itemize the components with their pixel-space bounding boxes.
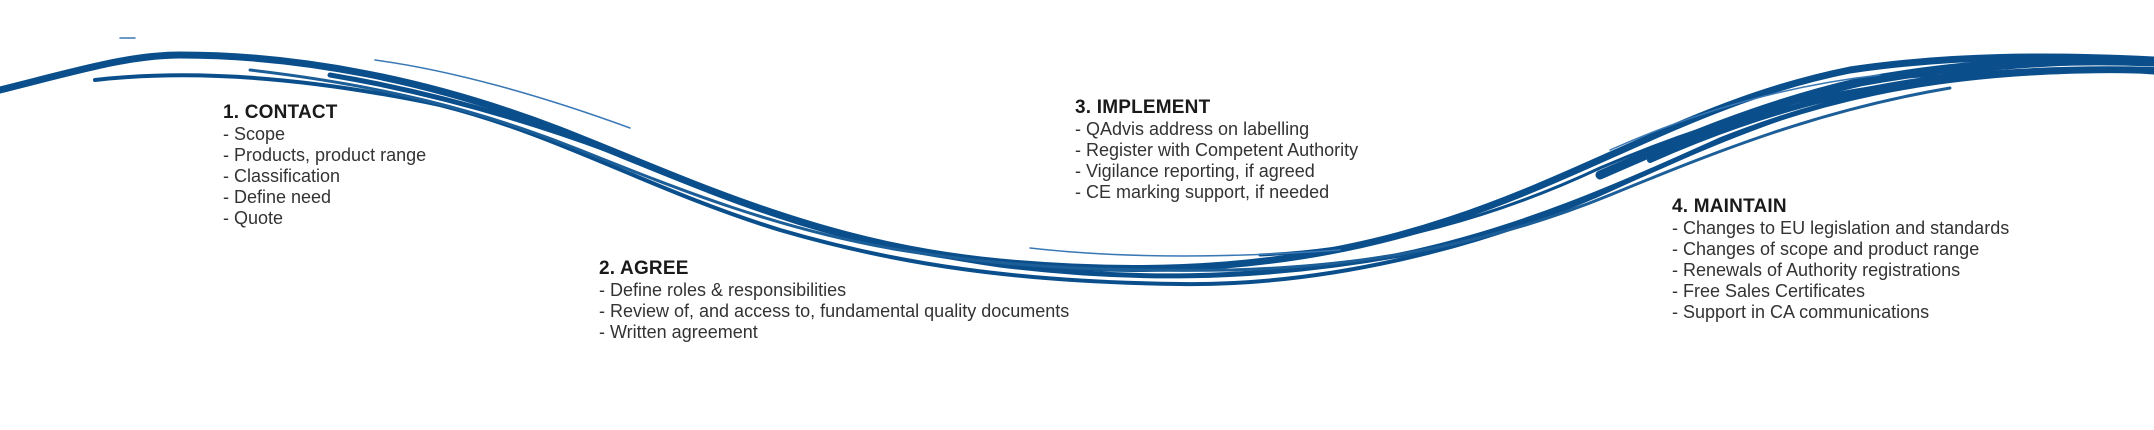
step-item: - QAdvis address on labelling [1075,119,1310,139]
wave-streak-3 [1609,74,1881,151]
wave-stroke-4 [248,68,1952,272]
step-item: - Review of, and access to, fundamental … [599,301,1070,321]
step-item: - Renewals of Authority registrations [1672,260,1961,280]
wave-streak-1 [374,59,631,129]
step-item: - Register with Competent Authority [1075,140,1359,160]
wave-stroke-5 [1595,56,2154,180]
step-item: - Vigilance reporting, if agreed [1075,161,1315,181]
step-contact: 1. CONTACT - Scope - Products, product r… [223,101,426,229]
step-title: 2. AGREE [599,258,689,279]
step-items: - Scope - Products, product range - Clas… [223,124,426,229]
wave-strokes [0,37,2154,287]
step-item: - Support in CA communications [1672,302,1930,322]
step-item: - Products, product range [223,145,427,165]
step-item: - Free Sales Certificates [1672,281,1866,301]
step-item: - Changes to EU legislation and standard… [1672,218,2010,238]
wave-stroke-6 [1647,66,2154,163]
wave-streak-5 [1899,69,2154,79]
step-items: - QAdvis address on labelling - Register… [1075,119,1358,203]
step-item: - CE marking support, if needed [1075,182,1330,202]
step-item: - Quote [223,208,284,228]
wave-stroke-3 [327,68,2154,279]
step-item: - Written agreement [599,322,758,342]
step-items: - Changes to EU legislation and standard… [1672,218,2009,323]
step-item: - Classification [223,166,341,186]
step-title: 3. IMPLEMENT [1075,97,1211,118]
step-maintain: 4. MAINTAIN - Changes to EU legislation … [1672,195,2009,323]
step-title: 1. CONTACT [223,102,338,123]
step-title: 4. MAINTAIN [1672,196,1787,217]
wave-streak-2 [1029,247,1341,257]
wave-stroke-7 [1258,82,1902,257]
step-item: - Define need [223,187,332,207]
step-agree: 2. AGREE - Define roles & responsibiliti… [599,257,1069,343]
step-item: - Changes of scope and product range [1672,239,1980,259]
step-implement: 3. IMPLEMENT - QAdvis address on labelli… [1075,96,1358,203]
step-items: - Define roles & responsibilities - Revi… [599,280,1069,343]
step-item: - Define roles & responsibilities [599,280,847,300]
step-item: - Scope [223,124,286,144]
